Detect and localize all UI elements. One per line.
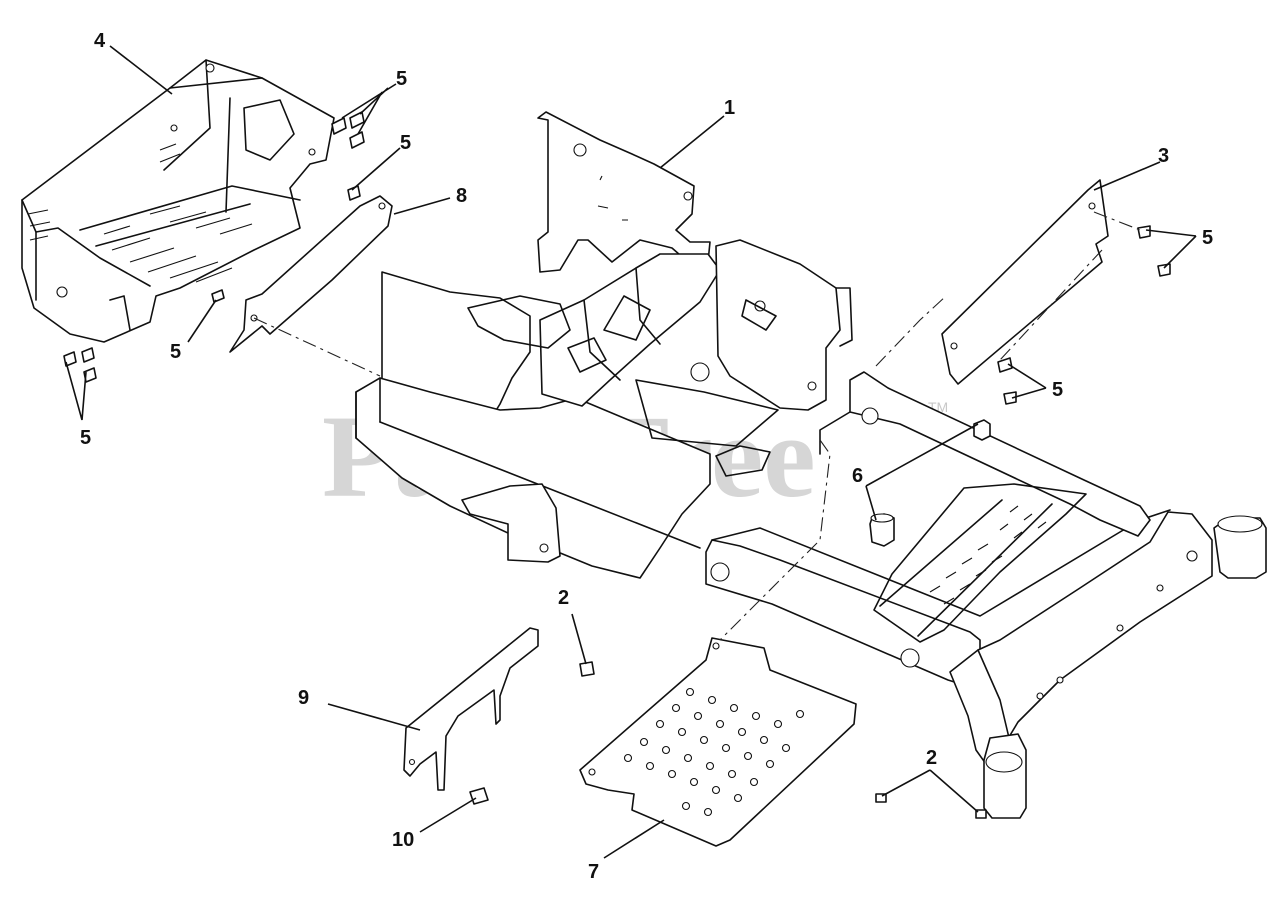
- callout-1: 1: [724, 97, 735, 119]
- callout-2: 2: [926, 747, 937, 769]
- callout-10: 10: [392, 829, 414, 851]
- bolt-5l: [1003, 391, 1017, 405]
- callout-5: 5: [1052, 379, 1063, 401]
- part-4-carrier-box: [21, 59, 335, 343]
- callout-3: 3: [1158, 145, 1169, 167]
- bolt-5k: [997, 357, 1013, 373]
- part-3-plate: [941, 179, 1109, 385]
- bolt-5f: [63, 351, 77, 367]
- assembly-lines: [253, 211, 1141, 641]
- bolt-5c: [349, 131, 365, 149]
- bolt-10: [469, 787, 489, 805]
- callout-5: 5: [80, 427, 91, 449]
- callout-9: 9: [298, 687, 309, 709]
- bolt-2b: [875, 793, 987, 819]
- callout-2: 2: [558, 587, 569, 609]
- bolt-5a: [331, 117, 347, 135]
- bolt-5e: [211, 289, 225, 303]
- callout-5: 5: [400, 132, 411, 154]
- floor-plate-holes: [623, 687, 805, 817]
- bolt-5j: [1157, 263, 1171, 277]
- leader-lines: [65, 45, 1197, 859]
- part-7-floor-plate: [579, 637, 857, 847]
- callout-5: 5: [1202, 227, 1213, 249]
- part-9-bracket: [403, 627, 539, 791]
- bolt-5g: [81, 347, 95, 363]
- bolt-5i: [1137, 225, 1151, 239]
- part-1-main-frame: [355, 111, 1267, 819]
- callout-5: 5: [170, 341, 181, 363]
- callout-6: 6: [852, 465, 863, 487]
- part-6-bumper: [869, 419, 991, 547]
- callout-5: 5: [396, 68, 407, 90]
- callout-8: 8: [456, 185, 467, 207]
- callouts: 4 5 5 8 5 5 1 3 5 5 6 2 9 10 7 2: [80, 30, 1213, 883]
- callout-4: 4: [94, 30, 106, 52]
- callout-7: 7: [588, 861, 599, 883]
- bolt-2a: [579, 661, 595, 677]
